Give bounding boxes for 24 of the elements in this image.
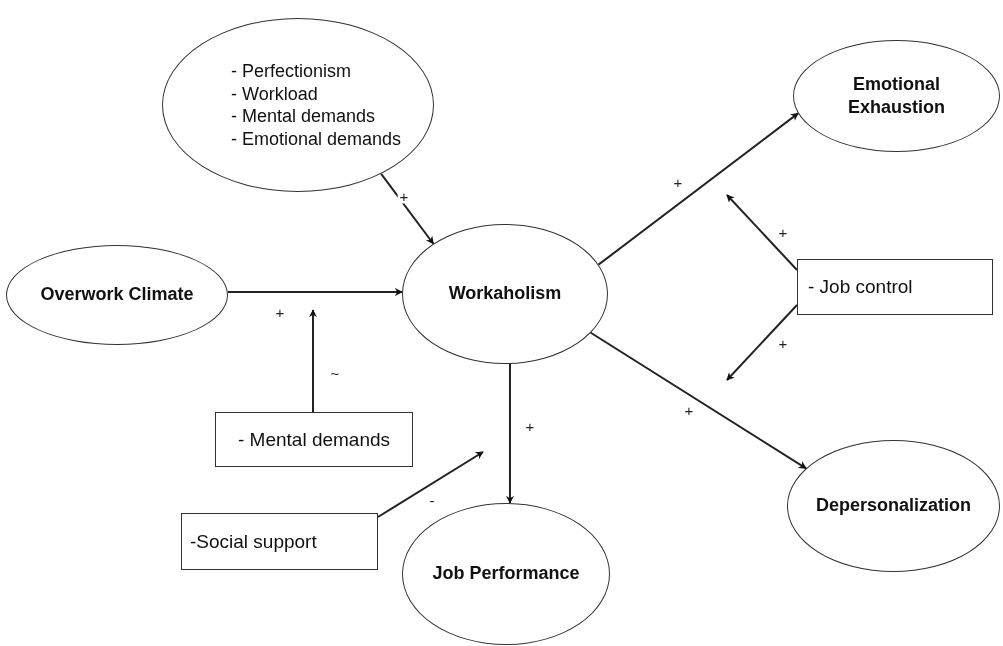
construct-text: Workaholism [447, 282, 563, 306]
factor-text: - Mental demands [238, 427, 391, 452]
factor-text: - Perfectionism [231, 60, 352, 83]
factor-box [181, 513, 378, 570]
factor-text: - Mental demands [231, 105, 376, 128]
arrow [506, 362, 514, 505]
arrow [589, 331, 808, 470]
factor-text: - Job control [808, 275, 913, 299]
arrow [226, 288, 404, 297]
construct-text: Job Performance [431, 562, 581, 586]
factor-text: -Social support [190, 529, 317, 554]
arrow [377, 451, 484, 518]
arrow [597, 112, 800, 266]
factor-box [797, 259, 993, 315]
construct-text: Emotional Exhaustion [847, 72, 946, 119]
factor-text: - Emotional demands [231, 127, 402, 150]
construct-text: Depersonalization [815, 494, 972, 518]
arrow [380, 172, 435, 245]
factor-text: - Workload [231, 82, 318, 105]
arrow [726, 304, 798, 381]
construct-text: Overwork Climate [39, 283, 195, 307]
arrow [309, 309, 317, 413]
arrow [726, 194, 798, 271]
factor-box [215, 412, 413, 467]
